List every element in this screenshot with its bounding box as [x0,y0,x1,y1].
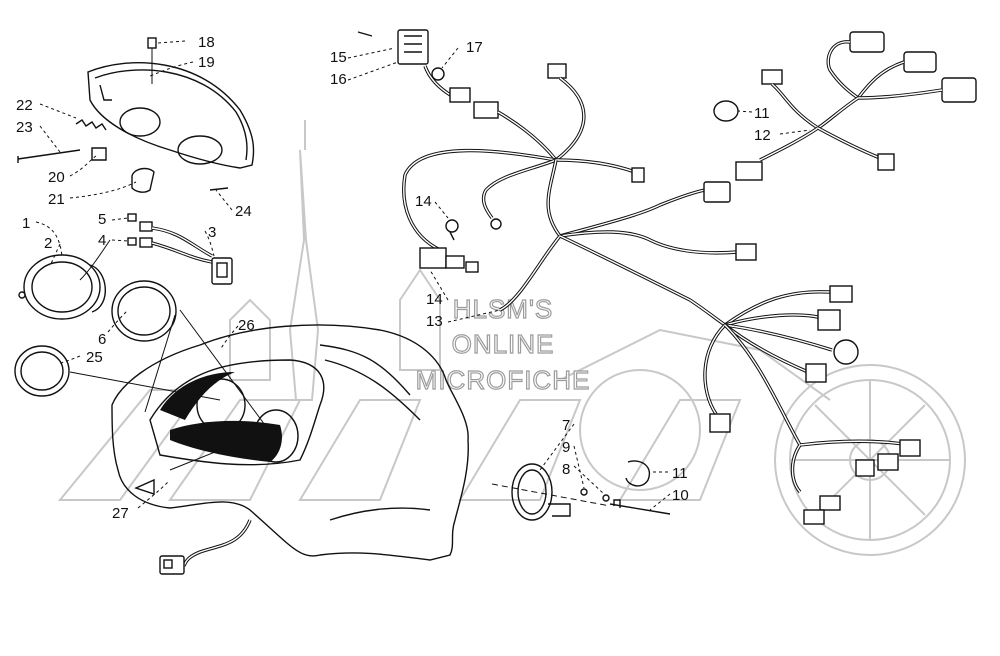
callout-22: 21 [48,191,65,208]
callout-28: 27 [112,505,129,522]
watermark-text: HLSM'S ONLINE MICROFICHE [415,293,591,395]
sub-harness-upper [713,31,977,181]
callout-6: 6 [98,331,106,348]
callout-18: 17 [466,39,483,56]
callout-27: 26 [238,317,255,334]
callout-19: 18 [198,34,215,51]
cable-parts [511,460,671,521]
callout-23: 22 [16,97,33,114]
callout-25: 24 [235,203,252,220]
callout-1: 1 [22,215,30,232]
callout-15: 14 [415,193,432,210]
callout-26: 25 [86,349,103,366]
callout-8: 8 [562,461,570,478]
leader-lines [35,40,811,511]
callout-16: 15 [330,49,347,66]
callout-5: 5 [98,211,106,228]
callout-17: 16 [330,71,347,88]
callout-labels: 18 19 22 23 20 21 24 1 2 3 4 5 6 25 26 2… [16,34,771,522]
callout-7: 7 [562,417,570,434]
watermark-line-3: MICROFICHE [416,365,591,395]
sub-harness-lower [703,285,921,525]
callout-24: 23 [16,119,33,136]
dash-panel [111,324,469,575]
headlight-assembly [17,37,255,193]
callout-11-upper: 11 [754,105,770,122]
callout-9: 9 [562,439,570,456]
assembly-lines [69,239,611,507]
callout-12: 12 [754,127,771,144]
callout-3: 3 [208,224,216,241]
watermark-line-2: ONLINE [452,329,555,359]
callout-11-lower: 11 [672,465,688,482]
main-harness [357,29,757,327]
callout-21: 20 [48,169,65,186]
callout-13: 13 [426,313,443,330]
callout-14: 14 [426,291,443,308]
callout-10: 10 [672,487,689,504]
callout-20: 19 [198,54,215,71]
callout-2: 2 [44,235,52,252]
callout-4: 4 [98,232,106,249]
gauge-parts [14,213,233,397]
